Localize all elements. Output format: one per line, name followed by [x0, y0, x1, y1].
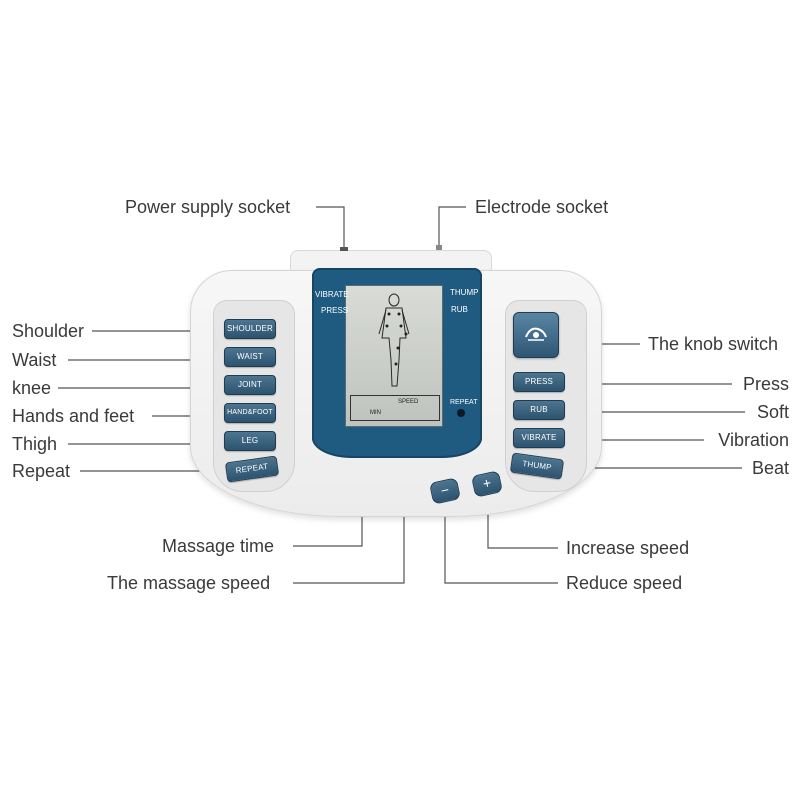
- callout-hands-and-feet: Hands and feet: [12, 405, 134, 427]
- joint-button[interactable]: JOINT: [224, 375, 276, 395]
- leader-increase: [488, 508, 558, 548]
- callout-massage-time: Massage time: [162, 535, 274, 557]
- callout-massage-speed: The massage speed: [107, 572, 270, 594]
- screen-label-thump: THUMP: [450, 288, 478, 298]
- callout-knee: knee: [12, 377, 51, 399]
- screen-label-repeat: REPEAT: [450, 398, 478, 408]
- leader-reduce: [445, 508, 558, 583]
- repeat-indicator: [457, 409, 465, 417]
- leader-power-supply: [316, 207, 344, 250]
- callout-shoulder: Shoulder: [12, 320, 84, 342]
- lcd-min-label: MIN: [370, 409, 381, 417]
- press-button[interactable]: PRESS: [513, 372, 565, 392]
- callout-thigh: Thigh: [12, 433, 57, 455]
- callout-increase-speed: Increase speed: [566, 537, 689, 559]
- waist-button[interactable]: WAIST: [224, 347, 276, 367]
- human-figure-icon: [346, 286, 442, 394]
- speed-time-readout: [350, 395, 440, 421]
- screen-label-rub: RUB: [451, 305, 468, 315]
- callout-reduce-speed: Reduce speed: [566, 572, 682, 594]
- callout-knob-switch: The knob switch: [648, 333, 778, 355]
- rub-button[interactable]: RUB: [513, 400, 565, 420]
- vibrate-button[interactable]: VIBRATE: [513, 428, 565, 448]
- callout-repeat: Repeat: [12, 460, 70, 482]
- knob-switch-icon: [524, 325, 548, 343]
- callout-beat: Beat: [752, 457, 789, 479]
- callout-waist: Waist: [12, 349, 56, 371]
- callout-electrode-socket: Electrode socket: [475, 196, 608, 218]
- callout-power-supply-socket: Power supply socket: [125, 196, 290, 218]
- callout-press: Press: [743, 373, 789, 395]
- callout-vibration: Vibration: [718, 429, 789, 451]
- screen-label-press: PRESS: [321, 306, 348, 316]
- shoulder-button[interactable]: SHOULDER: [224, 319, 276, 339]
- leg-button[interactable]: LEG: [224, 431, 276, 451]
- leader-electrode: [439, 207, 466, 247]
- screen-label-vibrate: VIBRATE: [315, 290, 349, 300]
- callout-soft: Soft: [757, 401, 789, 423]
- knob-switch[interactable]: [513, 312, 559, 358]
- power-supply-socket: [340, 247, 348, 251]
- hand-foot-button[interactable]: HAND&FOOT: [224, 403, 276, 423]
- electrode-socket: [436, 245, 442, 250]
- lcd-speed-label: SPEED: [398, 398, 418, 406]
